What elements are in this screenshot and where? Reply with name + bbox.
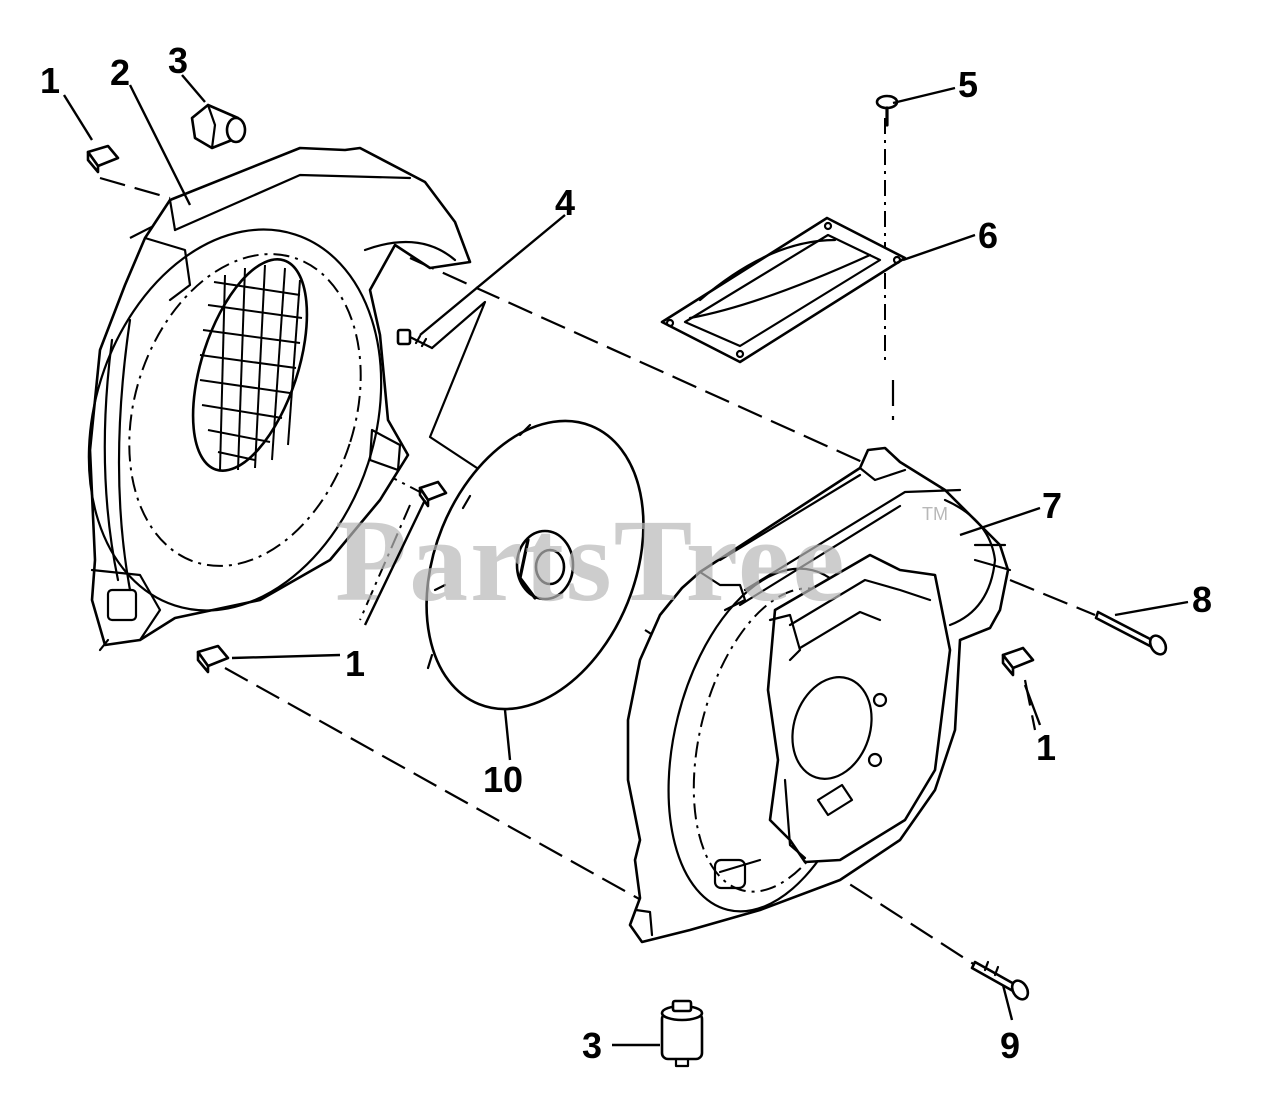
isolator-mounts (190, 103, 704, 1068)
callout-labels: 1 2 3 4 5 6 7 8 1 10 1 3 9 (40, 40, 1212, 1066)
callout-3-bottom: 3 (582, 1025, 602, 1066)
callout-7: 7 (1042, 485, 1062, 526)
watermark-text: PartsTree (335, 495, 847, 626)
intake-grille (191, 258, 309, 472)
watermark-trademark: TM (922, 504, 948, 524)
watermark: PartsTree TM (335, 495, 948, 626)
isolator-pads (86, 144, 1035, 677)
callout-1-center: 1 (345, 643, 365, 684)
callout-5: 5 (958, 64, 978, 105)
bottom-bolt (970, 960, 1030, 1001)
callout-1-top-left: 1 (40, 60, 60, 101)
callout-3-top: 3 (168, 40, 188, 81)
blower-housing-right (626, 446, 1012, 944)
callout-9: 9 (1000, 1025, 1020, 1066)
leader-lines (62, 74, 1189, 1047)
callout-4: 4 (555, 182, 575, 223)
callout-6: 6 (978, 215, 998, 256)
callout-1-right: 1 (1036, 727, 1056, 768)
callout-2: 2 (110, 52, 130, 93)
blower-housing-left (87, 146, 472, 652)
fan-screw (396, 300, 487, 472)
callout-8: 8 (1192, 579, 1212, 620)
callout-10: 10 (483, 759, 523, 800)
top-bolt (875, 94, 899, 127)
gasket-plate (660, 216, 907, 364)
side-bolt (1094, 610, 1168, 656)
fan-impeller (425, 419, 645, 711)
